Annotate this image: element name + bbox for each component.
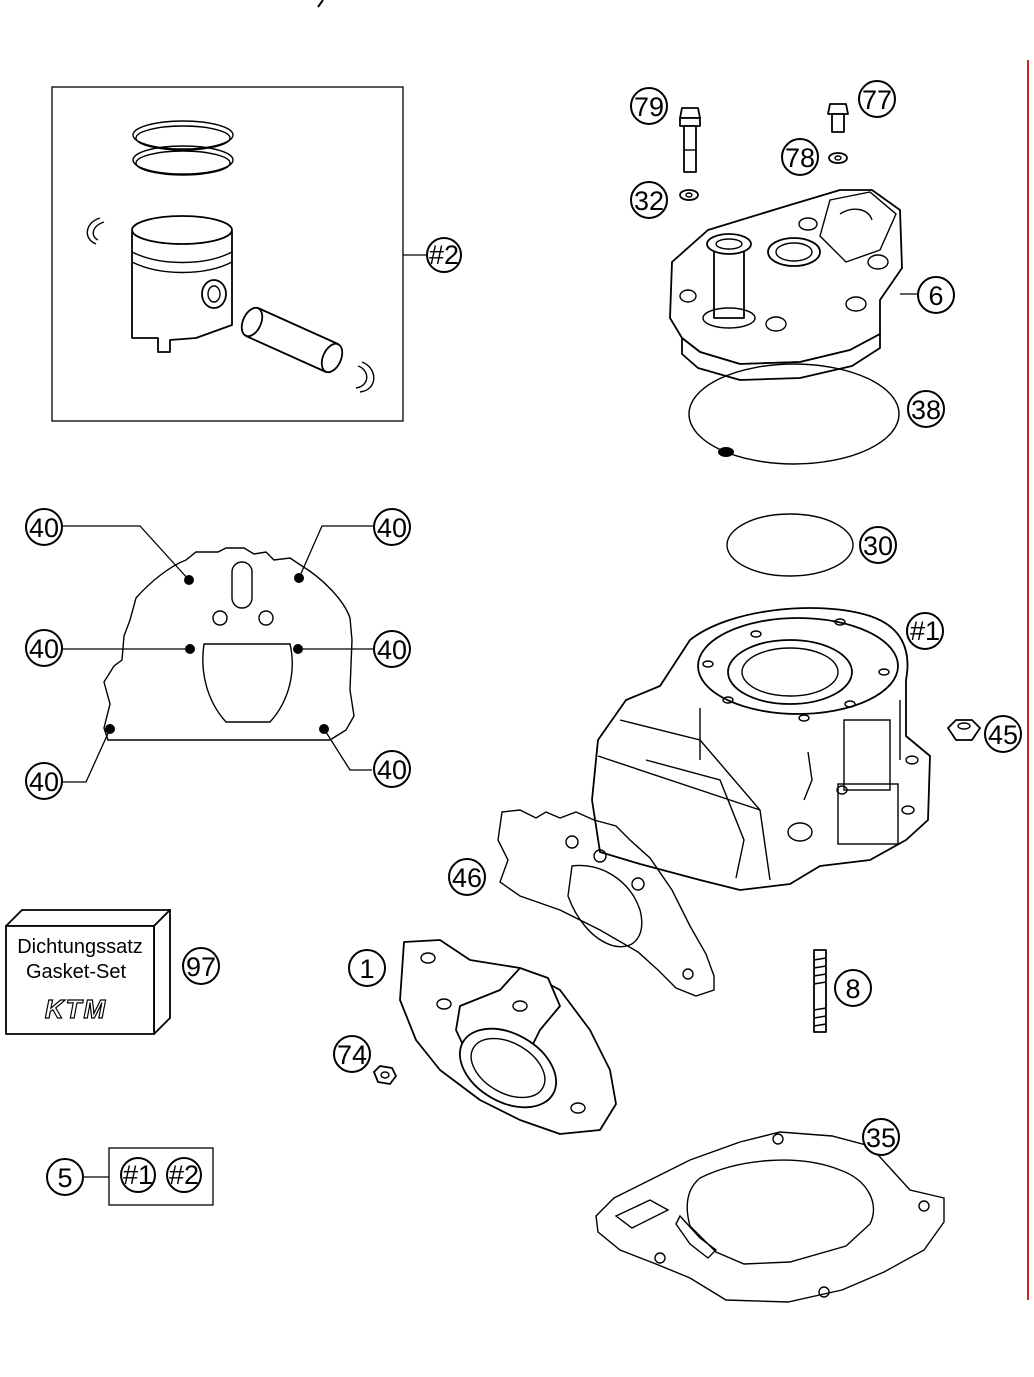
cylinder-oring xyxy=(726,513,854,577)
leader-40-tl xyxy=(62,525,190,581)
piston xyxy=(131,215,233,353)
leader-40-br xyxy=(323,728,372,771)
gasket-box-line1: Dichtungssatz xyxy=(17,936,143,958)
piston-ring-upper-inner xyxy=(135,125,231,151)
top-edge-mark xyxy=(317,0,324,8)
svg-text:77: 77 xyxy=(862,85,892,115)
svg-text:30: 30 xyxy=(863,531,893,561)
head-oring xyxy=(688,363,900,465)
callout-78: 78 xyxy=(781,138,819,176)
gasket-set-box: Dichtungssatz Gasket-Set KTM xyxy=(5,909,171,1035)
leader-40-tr xyxy=(298,525,374,579)
callout-79: 79 xyxy=(630,87,668,125)
piston-kit-group xyxy=(51,86,404,422)
svg-text:#1: #1 xyxy=(123,1160,153,1190)
set-box-frame xyxy=(108,1147,214,1206)
svg-text:40: 40 xyxy=(29,634,59,664)
callout-74: 74 xyxy=(333,1035,371,1073)
svg-text:45: 45 xyxy=(988,720,1018,750)
gasket-box-line2: Gasket-Set xyxy=(26,961,126,983)
svg-text:#2: #2 xyxy=(429,240,459,270)
base-gasket-40 xyxy=(103,547,355,741)
circlip-left xyxy=(86,217,105,245)
washer-78 xyxy=(828,152,848,164)
svg-text:8: 8 xyxy=(845,974,860,1004)
callout-5: 5 xyxy=(46,1158,84,1196)
svg-text:97: 97 xyxy=(186,952,216,982)
svg-text:32: 32 xyxy=(634,186,664,216)
callout-97: 97 xyxy=(182,947,220,985)
callout-77: 77 xyxy=(858,80,896,118)
svg-text:40: 40 xyxy=(377,513,407,543)
callout-piston-kit: #2 xyxy=(426,237,462,273)
cylinder xyxy=(591,607,931,891)
short-bolt xyxy=(827,103,849,133)
circlip-right xyxy=(355,361,375,393)
piston-ring-lower xyxy=(132,145,234,175)
svg-text:35: 35 xyxy=(866,1123,896,1153)
callout-40-bl: 40 xyxy=(25,762,63,800)
callout-40-tl: 40 xyxy=(25,508,63,546)
svg-text:74: 74 xyxy=(337,1040,367,1070)
callout-8: 8 xyxy=(834,969,872,1007)
callout-46: 46 xyxy=(448,858,486,896)
head-bolt xyxy=(679,107,701,173)
callout-38: 38 xyxy=(907,390,945,428)
svg-text:40: 40 xyxy=(377,755,407,785)
oring-dot xyxy=(718,447,734,457)
callout-40-ml: 40 xyxy=(25,629,63,667)
svg-text:5: 5 xyxy=(57,1163,72,1193)
callout-1: 1 xyxy=(348,949,386,987)
piston-kit-frame xyxy=(51,86,404,422)
svg-text:1: 1 xyxy=(359,954,374,984)
intake-flange xyxy=(399,939,617,1135)
ktm-logo: KTM xyxy=(45,994,107,1024)
piston-pin xyxy=(240,306,344,374)
base-gasket-35 xyxy=(595,1131,945,1303)
piston-ring-upper xyxy=(132,120,234,150)
nut-45 xyxy=(947,719,981,741)
reed-gasket-46 xyxy=(497,809,715,997)
svg-text:40: 40 xyxy=(377,635,407,665)
callout-30: 30 xyxy=(859,526,897,564)
svg-text:40: 40 xyxy=(29,513,59,543)
washer-32 xyxy=(679,189,699,201)
callout-40-mr: 40 xyxy=(373,630,411,668)
cylinder-head xyxy=(669,189,903,381)
piston-ring-lower-inner xyxy=(135,150,231,176)
svg-text:38: 38 xyxy=(911,395,941,425)
callout-40-tr: 40 xyxy=(373,508,411,546)
svg-text:#2: #2 xyxy=(169,1160,199,1190)
callout-6: 6 xyxy=(917,276,955,314)
set-item-1: #1 xyxy=(120,1157,156,1193)
svg-text:79: 79 xyxy=(634,92,664,122)
callout-32: 32 xyxy=(630,181,668,219)
svg-text:6: 6 xyxy=(928,281,943,311)
callout-45: 45 xyxy=(984,715,1022,753)
leader-40-bl xyxy=(62,728,111,783)
svg-text:40: 40 xyxy=(29,767,59,797)
set-item-2: #2 xyxy=(166,1157,202,1193)
svg-text:#1: #1 xyxy=(910,616,940,646)
nut-74 xyxy=(373,1065,397,1085)
callout-40-br: 40 xyxy=(373,750,411,788)
callout-35: 35 xyxy=(862,1118,900,1156)
stud-bolt xyxy=(813,949,827,1033)
callout-cylinder: #1 xyxy=(906,612,944,650)
svg-text:78: 78 xyxy=(785,143,815,173)
svg-text:46: 46 xyxy=(452,863,482,893)
